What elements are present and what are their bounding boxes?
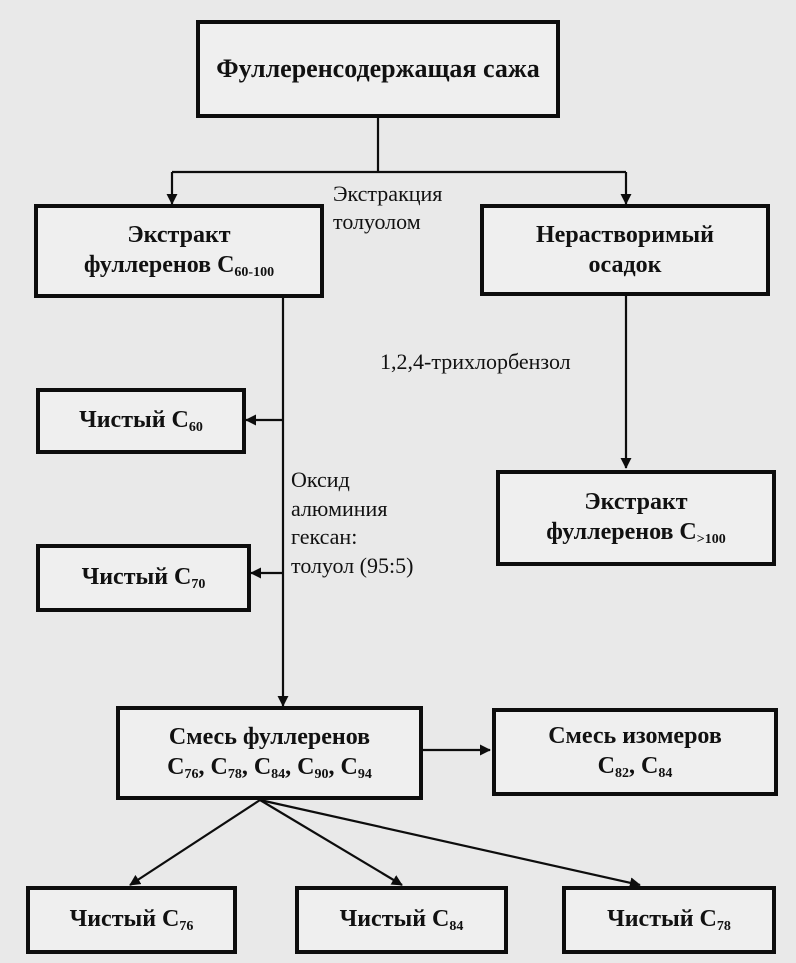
mixture-formula-76: С	[167, 754, 185, 781]
node-fullerene-mixture-items: С76, С78, С84, С90, С94	[167, 752, 372, 784]
edge-mixture-to-c76	[129, 799, 261, 886]
node-pure-c84-text: Чистый С	[339, 906, 450, 933]
isomers-formula-sub-82: 82	[615, 766, 629, 782]
node-pure-c76-sub: 76	[179, 919, 194, 935]
node-pure-c78-sub: 78	[716, 919, 731, 935]
node-pure-c60: Чистый С60	[36, 388, 246, 454]
mixture-formula-separator: ,	[328, 754, 341, 781]
node-pure-c70-label: Чистый С70	[82, 562, 206, 594]
mixture-formula-sub-84: 84	[271, 767, 286, 783]
mixture-formula-sub-76: 76	[184, 767, 199, 783]
label-alumina-line4: толуол (95:5)	[291, 552, 414, 578]
node-isomer-mixture-items: С82, С84	[548, 751, 722, 783]
node-pure-c76: Чистый С76	[26, 886, 237, 954]
node-extract-c60-100: Экстракт фуллеренов С60-100	[34, 204, 324, 298]
node-pure-c60-sub: 60	[188, 420, 203, 436]
mixture-formula-90: С	[297, 754, 315, 781]
node-fullerene-mixture: Смесь фуллеренов С76, С78, С84, С90, С94	[116, 706, 423, 800]
label-trichlorobenzene: 1,2,4-трихлорбензол	[380, 349, 571, 374]
isomers-formula-84: С	[641, 753, 659, 780]
node-pure-c60-text: Чистый С	[79, 407, 189, 434]
label-toluene-extraction-line1: Экстракция	[333, 181, 443, 206]
node-pure-c78: Чистый С78	[562, 886, 776, 954]
node-extract-c60-100-line1: Экстракт	[127, 222, 231, 249]
mixture-formula-separator: ,	[198, 754, 211, 781]
isomers-formula-82: С	[597, 753, 615, 780]
mixture-formula-sub-78: 78	[227, 767, 242, 783]
node-fullerene-soot-label: Фуллеренсодержащая сажа	[216, 53, 540, 83]
label-alumina-line2: алюминия	[291, 495, 388, 521]
label-toluene-extraction-line2: толуолом	[333, 208, 421, 234]
label-toluene-extraction: Экстракция толуолом	[333, 180, 442, 235]
node-extract-c60-100-sub: 60-100	[234, 265, 275, 281]
isomers-formula-sub-84: 84	[658, 766, 673, 782]
node-insoluble-line2: осадок	[588, 252, 662, 278]
node-pure-c60-label: Чистый С60	[79, 405, 203, 437]
node-isomer-mixture: Смесь изомеров С82, С84	[492, 708, 778, 796]
mixture-formula-78: С	[210, 754, 228, 781]
node-pure-c70-sub: 70	[191, 577, 206, 593]
mixture-formula-sub-90: 90	[314, 767, 329, 783]
node-extract-c60-100-line2: фуллеренов С60-100	[84, 250, 274, 282]
node-fullerene-soot: Фуллеренсодержащая сажа	[196, 20, 560, 118]
node-extract-c-over-100: Экстракт фуллеренов С>100	[496, 470, 776, 566]
node-extract-c-over-100-text: фуллеренов С	[546, 519, 697, 546]
mixture-formula-sub-94: 94	[357, 767, 372, 783]
node-extract-c-over-100-line1: Экстракт	[584, 489, 688, 516]
label-alumina-hexane-toluene: Оксид алюминия гексан: толуол (95:5)	[291, 466, 413, 580]
node-pure-c78-text: Чистый С	[607, 906, 717, 933]
node-pure-c84-sub: 84	[449, 919, 464, 935]
node-pure-c76-label: Чистый С76	[70, 904, 194, 936]
edge-mixture-to-c78	[259, 798, 641, 889]
node-isomer-mixture-line1: Смесь изомеров	[548, 723, 722, 750]
node-pure-c84: Чистый С84	[295, 886, 508, 954]
node-pure-c70: Чистый С70	[36, 544, 251, 612]
node-insoluble-precipitate: Нерастворимый осадок	[480, 204, 770, 296]
node-extract-c60-100-text: фуллеренов С	[83, 252, 235, 279]
node-insoluble-line1: Нерастворимый	[536, 222, 714, 248]
isomers-formula-separator: ,	[629, 753, 641, 780]
mixture-formula-94: С	[340, 754, 358, 781]
node-pure-c76-text: Чистый С	[69, 906, 180, 933]
label-alumina-line3: гексан:	[291, 524, 358, 550]
node-extract-c-over-100-line2: фуллеренов С>100	[546, 517, 726, 549]
node-extract-c-over-100-sub: >100	[696, 532, 726, 548]
node-pure-c78-label: Чистый С78	[607, 904, 731, 936]
mixture-formula-separator: ,	[241, 754, 254, 781]
node-pure-c84-label: Чистый С84	[340, 904, 464, 936]
node-fullerene-mixture-line1: Смесь фуллеренов	[168, 724, 371, 751]
label-alumina-line1: Оксид	[291, 467, 350, 492]
mixture-formula-84: С	[253, 754, 272, 781]
edge-mixture-to-c84	[259, 799, 403, 886]
node-pure-c70-text: Чистый С	[81, 564, 192, 591]
mixture-formula-separator: ,	[285, 754, 298, 781]
